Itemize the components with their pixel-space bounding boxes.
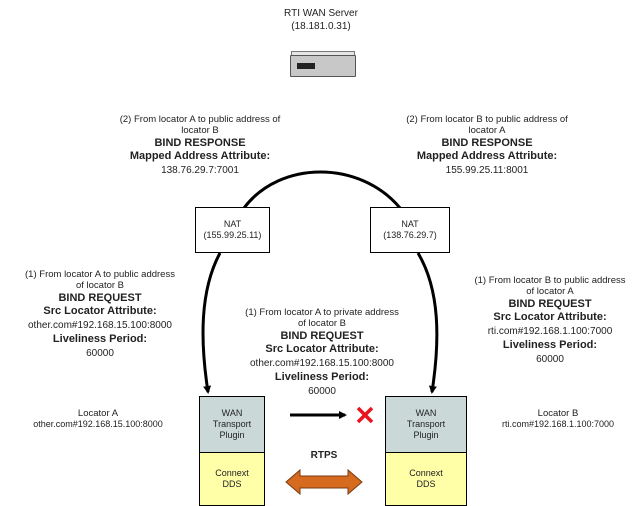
bind-request-b-public-period-value: 60000 — [536, 354, 564, 365]
bind-request-a-public-period-label: Liveliness Period: — [52, 333, 148, 345]
server-address: (18.181.0.31) — [291, 21, 351, 32]
bind-response-b-value: 155.99.25.11:8001 — [445, 165, 529, 176]
bind-request-a-private-title: BIND REQUEST — [280, 330, 364, 342]
nat-arc-line — [242, 170, 402, 209]
bind-response-a-attr: Mapped Address Attribute: — [129, 150, 271, 162]
nat-b-to-plugin-b-arrow — [416, 252, 439, 394]
bind-request-b-public-title: BIND REQUEST — [508, 298, 592, 310]
nat-a-box: NAT (155.99.25.11) — [195, 207, 270, 253]
locator-a-address: other.com#192.168.15.100:8000 — [33, 419, 163, 429]
plugin-b-line1: WAN — [415, 408, 437, 418]
bind-response-b-title: BIND RESPONSE — [441, 137, 533, 149]
bind-request-b-public-line1: (1) From locator B to public address — [474, 275, 626, 286]
wan-transport-plugin-b: WAN Transport Plugin — [385, 396, 467, 453]
nat-b-box: NAT (138.76.29.7) — [370, 207, 450, 253]
bind-request-a-private-attr: Src Locator Attribute: — [265, 343, 379, 355]
nat-a-label: NAT — [223, 219, 242, 229]
bind-request-b-public-period-label: Liveliness Period: — [502, 339, 598, 351]
bind-request-a-private-period-label: Liveliness Period: — [274, 371, 370, 383]
bind-request-a-private-line1: (1) From locator A to private address — [245, 307, 399, 318]
bind-request-a-private-line2: of locator B — [297, 318, 347, 329]
rtps-label: RTPS — [310, 450, 338, 461]
locator-a-title: Locator A — [77, 408, 119, 419]
bind-request-a-public-period-value: 60000 — [86, 348, 114, 359]
server-box-icon — [290, 51, 356, 77]
bind-response-a-line1: (2) From locator A to public address of — [119, 114, 281, 125]
bind-request-b-public-attr: Src Locator Attribute: — [493, 311, 607, 323]
bind-response-a-value: 138.76.29.7:7001 — [161, 165, 239, 176]
nat-a-to-plugin-a-arrow — [201, 252, 222, 394]
bind-request-a-public-line2: of locator B — [75, 280, 125, 291]
connext-dds-b: Connext DDS — [385, 452, 467, 506]
bind-response-b-attr: Mapped Address Attribute: — [416, 150, 558, 162]
bind-request-b-public-line2: of locator A — [526, 286, 574, 297]
bind-response-b-line1: (2) From locator B to public address of — [406, 114, 568, 125]
plugin-b-line2: Transport — [406, 419, 446, 429]
rtps-double-arrow — [285, 468, 363, 496]
bind-request-a-public-value: other.com#192.168.15.100:8000 — [27, 320, 172, 331]
wan-transport-plugin-a: WAN Transport Plugin — [199, 396, 265, 453]
dds-b-line1: Connext — [409, 468, 443, 478]
bind-response-b-line2: locator A — [468, 125, 506, 136]
dds-a-line1: Connext — [215, 468, 249, 478]
bind-response-a-title: BIND RESPONSE — [154, 137, 246, 149]
bind-request-b-public-value: rti.com#192.168.1.100:7000 — [487, 326, 613, 337]
dds-b-line2: DDS — [416, 479, 436, 489]
plugin-a-line1: WAN — [221, 408, 243, 418]
plugin-b-line3: Plugin — [413, 430, 439, 440]
bind-request-a-public-title: BIND REQUEST — [58, 292, 142, 304]
plugin-a-line2: Transport — [212, 419, 252, 429]
bind-request-a-private-period-value: 60000 — [308, 386, 336, 397]
bind-response-a-line2: locator B — [181, 125, 219, 136]
server-title: RTI WAN Server — [284, 8, 358, 19]
locator-b-title: Locator B — [537, 408, 579, 419]
nat-b-label: NAT — [401, 219, 419, 229]
nat-a-address: (155.99.25.11) — [203, 230, 262, 240]
dds-a-line2: DDS — [222, 479, 242, 489]
plugin-a-line3: Plugin — [219, 430, 245, 440]
bind-request-a-public-attr: Src Locator Attribute: — [43, 305, 157, 317]
bind-request-a-private-value: other.com#192.168.15.100:8000 — [249, 358, 394, 369]
bind-request-a-public-line1: (1) From locator A to public address — [25, 269, 175, 280]
locator-b-address: rti.com#192.168.1.100:7000 — [501, 419, 615, 429]
connext-dds-a: Connext DDS — [199, 452, 265, 506]
nat-b-address: (138.76.29.7) — [383, 230, 437, 240]
blocked-x-icon — [356, 406, 374, 424]
